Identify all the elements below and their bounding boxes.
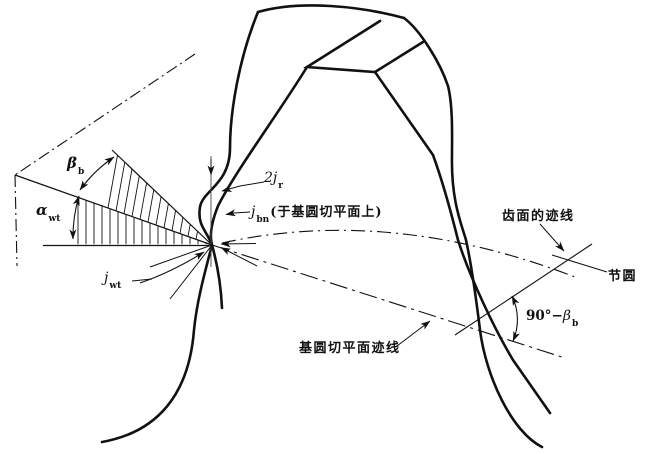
j-wt-arc (139, 251, 205, 284)
pressure-angle-wedge (14, 149, 213, 247)
label-beta-b: βb (67, 154, 85, 177)
leader-base-tangent-trace (396, 320, 431, 347)
ninety-minus-beta-arc (511, 295, 520, 342)
angle-arcs (69, 156, 520, 342)
pitch-circle-trace (221, 229, 576, 278)
beta-b-arc (79, 156, 115, 191)
hatch-alpha-band (77, 197, 207, 245)
arrow-to-contact-point-d (220, 247, 258, 267)
tooth-surface-trace-line (454, 243, 593, 336)
label-j-wt: jwt (104, 270, 122, 291)
label-pitch-circle: 节圆 (608, 269, 638, 284)
label-tooth-surface-trace: 齿面的迹线 (502, 209, 575, 224)
alpha-wt-arc (69, 195, 80, 240)
label-j-bn: jbn(于基圆切平面上) (251, 204, 383, 225)
leader-2jr (221, 181, 265, 192)
label-2j-r: 2jr (264, 170, 283, 191)
hatch-beta-band (107, 155, 198, 240)
mating-tooth-centerlines (14, 53, 196, 267)
label-90-minus-beta-b: 90°−βb (526, 308, 579, 329)
leader-tooth-surface-trace (539, 223, 565, 252)
leader-jwt (131, 278, 153, 282)
label-base-tangent-plane-trace: 基圆切平面迹线 (299, 341, 401, 356)
leader-lines (131, 159, 565, 347)
leader-jbn (225, 209, 251, 217)
label-alpha-wt: αwt (36, 201, 61, 224)
pitch-circle-label-leader (551, 254, 608, 273)
arrow-to-contact-point-h (220, 240, 257, 248)
backlash-rays (149, 244, 213, 300)
